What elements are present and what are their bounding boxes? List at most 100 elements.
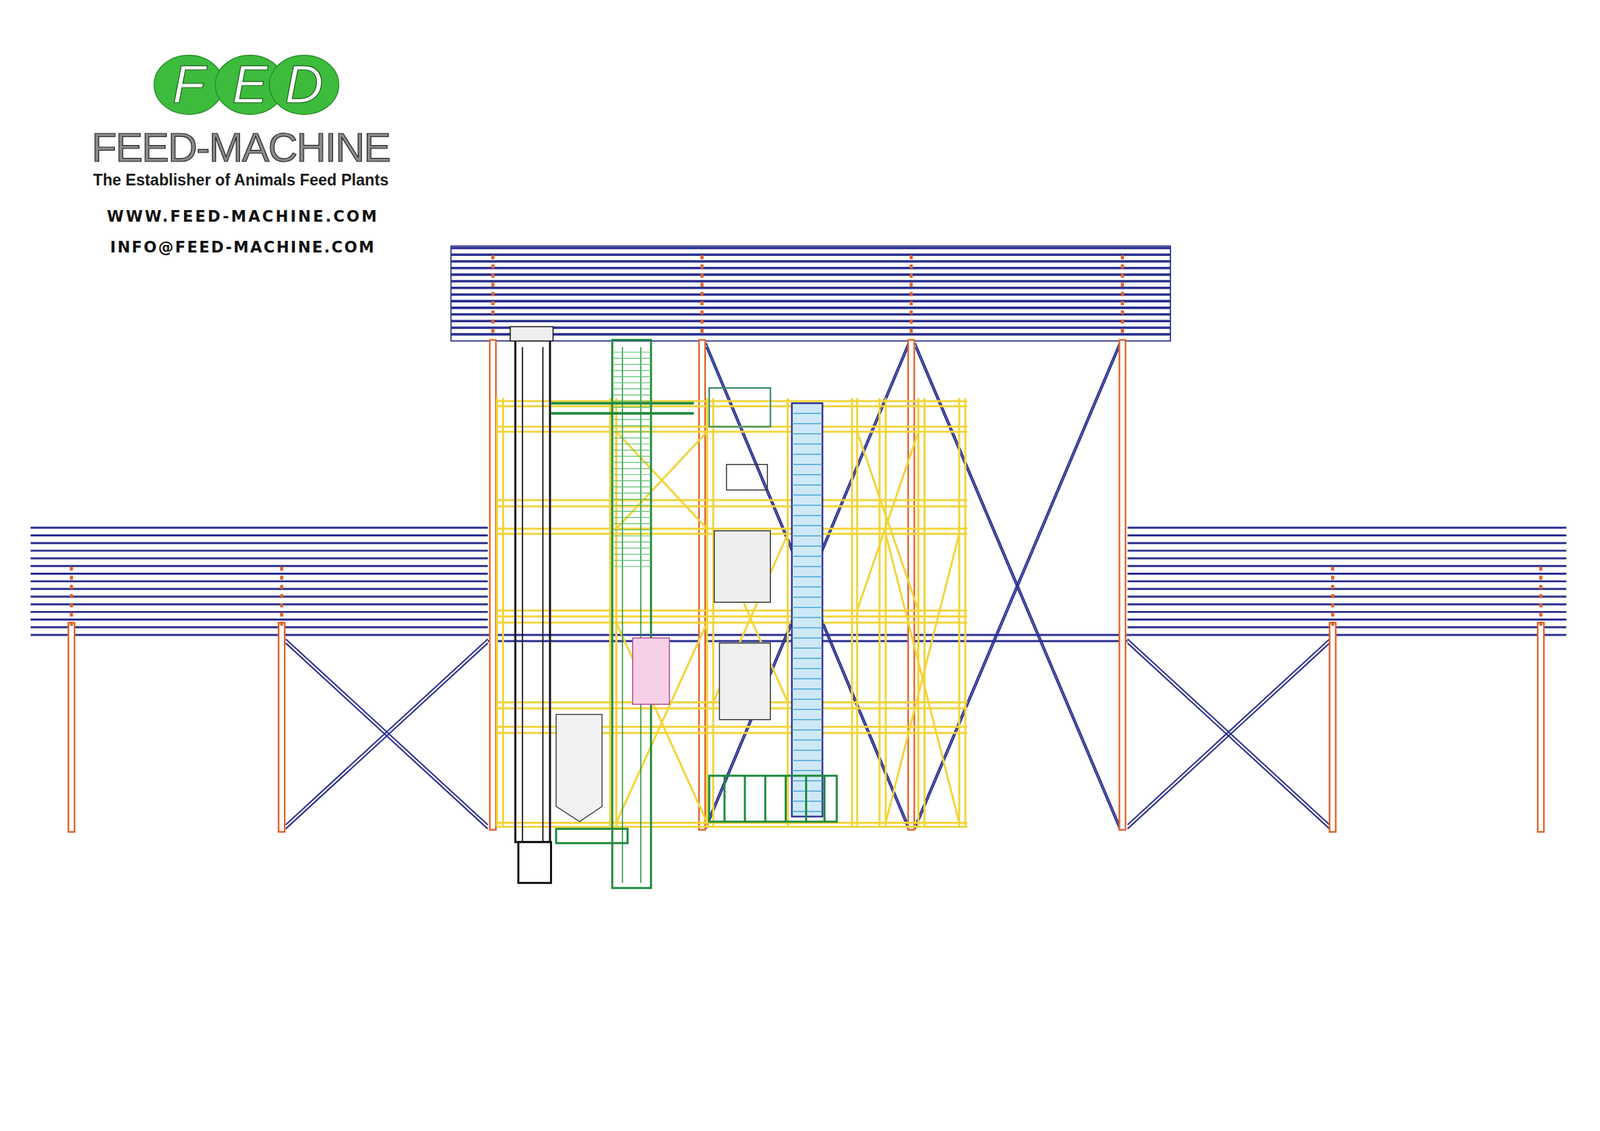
member-line xyxy=(792,606,823,608)
conditioner xyxy=(719,643,771,720)
member-line xyxy=(612,388,652,390)
member-line xyxy=(450,253,1171,256)
member-line xyxy=(1127,625,1566,628)
member-line xyxy=(1127,557,1566,560)
purlin-mark xyxy=(69,593,73,598)
member-line xyxy=(792,575,823,577)
member-line xyxy=(1127,534,1566,537)
steel-column xyxy=(1119,339,1126,830)
member-line xyxy=(30,587,488,590)
elevator-boot xyxy=(518,842,552,884)
member-line xyxy=(805,775,808,822)
purlin-mark xyxy=(700,300,704,306)
purlin-mark xyxy=(1539,593,1542,598)
member-line xyxy=(792,586,823,587)
member-line xyxy=(792,657,823,659)
member-line xyxy=(792,484,823,485)
cross-brace xyxy=(705,346,908,829)
purlin-mark xyxy=(279,575,283,580)
member-line xyxy=(792,545,823,546)
member-line xyxy=(612,517,652,518)
member-line xyxy=(1127,633,1566,636)
purlin-mark xyxy=(700,292,704,297)
cross-brace xyxy=(285,638,488,825)
logo-letter: E xyxy=(232,58,269,112)
member-line xyxy=(30,541,488,544)
purlin-mark xyxy=(1539,584,1542,589)
purlin-mark xyxy=(1121,300,1124,306)
purlin-mark xyxy=(491,255,494,260)
steel-column xyxy=(68,622,75,832)
purlin-mark xyxy=(69,575,73,580)
purlin-mark xyxy=(1121,264,1124,269)
frame-brace xyxy=(616,431,708,529)
member-line xyxy=(612,523,652,524)
purlin-mark xyxy=(1331,621,1334,626)
frame-brace xyxy=(885,533,960,823)
member-line xyxy=(612,474,652,475)
member-line xyxy=(964,398,967,828)
member-line xyxy=(612,437,652,438)
structure xyxy=(30,246,1567,832)
member-line xyxy=(612,467,652,469)
cross-brace xyxy=(1127,638,1330,825)
member-line xyxy=(612,425,652,427)
purlin-mark xyxy=(491,310,494,315)
member-line xyxy=(612,486,652,488)
member-line xyxy=(612,559,652,561)
member-line xyxy=(1127,572,1566,575)
member-line xyxy=(917,398,920,828)
member-line xyxy=(612,504,652,506)
cross-brace xyxy=(1127,638,1330,825)
member-line xyxy=(958,398,961,828)
member-line xyxy=(30,534,488,537)
logo-letter: F xyxy=(172,58,205,112)
cross-brace xyxy=(1127,643,1330,829)
member-line xyxy=(612,400,652,402)
purlin-mark xyxy=(700,328,704,333)
member-line xyxy=(792,474,823,475)
member-line xyxy=(1127,603,1566,606)
member-line xyxy=(496,615,968,618)
member-line xyxy=(1127,610,1566,613)
conveyor xyxy=(556,828,628,843)
member-line xyxy=(792,667,823,669)
purlin-mark xyxy=(700,255,704,260)
frame-brace xyxy=(857,431,919,611)
purlin-mark xyxy=(1539,612,1542,617)
logo-oval xyxy=(153,55,224,115)
roof-outline xyxy=(450,246,1171,342)
member-line xyxy=(496,825,968,828)
member-line xyxy=(792,565,823,567)
purlin-mark xyxy=(1331,593,1334,598)
purlin-mark xyxy=(700,264,704,269)
member-line xyxy=(792,749,823,751)
member-line xyxy=(792,433,823,434)
member-line xyxy=(792,770,823,771)
member-line xyxy=(450,306,1171,310)
purlin-mark xyxy=(491,300,494,306)
member-line xyxy=(450,279,1171,283)
purlin-mark xyxy=(909,319,913,324)
purlin-mark xyxy=(1331,566,1334,571)
member-line xyxy=(612,455,652,457)
steel-column xyxy=(699,339,706,830)
frame-brace xyxy=(857,431,919,611)
member-line xyxy=(856,398,859,828)
brand-name: FEED-MACHINE xyxy=(91,127,390,169)
member-line xyxy=(612,357,652,359)
member-line xyxy=(1127,618,1566,621)
purlin-mark xyxy=(279,612,283,617)
logo-letter: D xyxy=(285,58,324,112)
member-line xyxy=(612,407,652,408)
member-line xyxy=(450,293,1171,297)
member-line xyxy=(792,443,823,444)
member-line xyxy=(786,398,789,828)
member-line xyxy=(30,625,488,628)
member-line xyxy=(792,637,823,639)
member-line xyxy=(792,412,823,414)
member-line xyxy=(609,398,612,828)
member-line xyxy=(30,633,488,636)
member-line xyxy=(30,565,488,568)
